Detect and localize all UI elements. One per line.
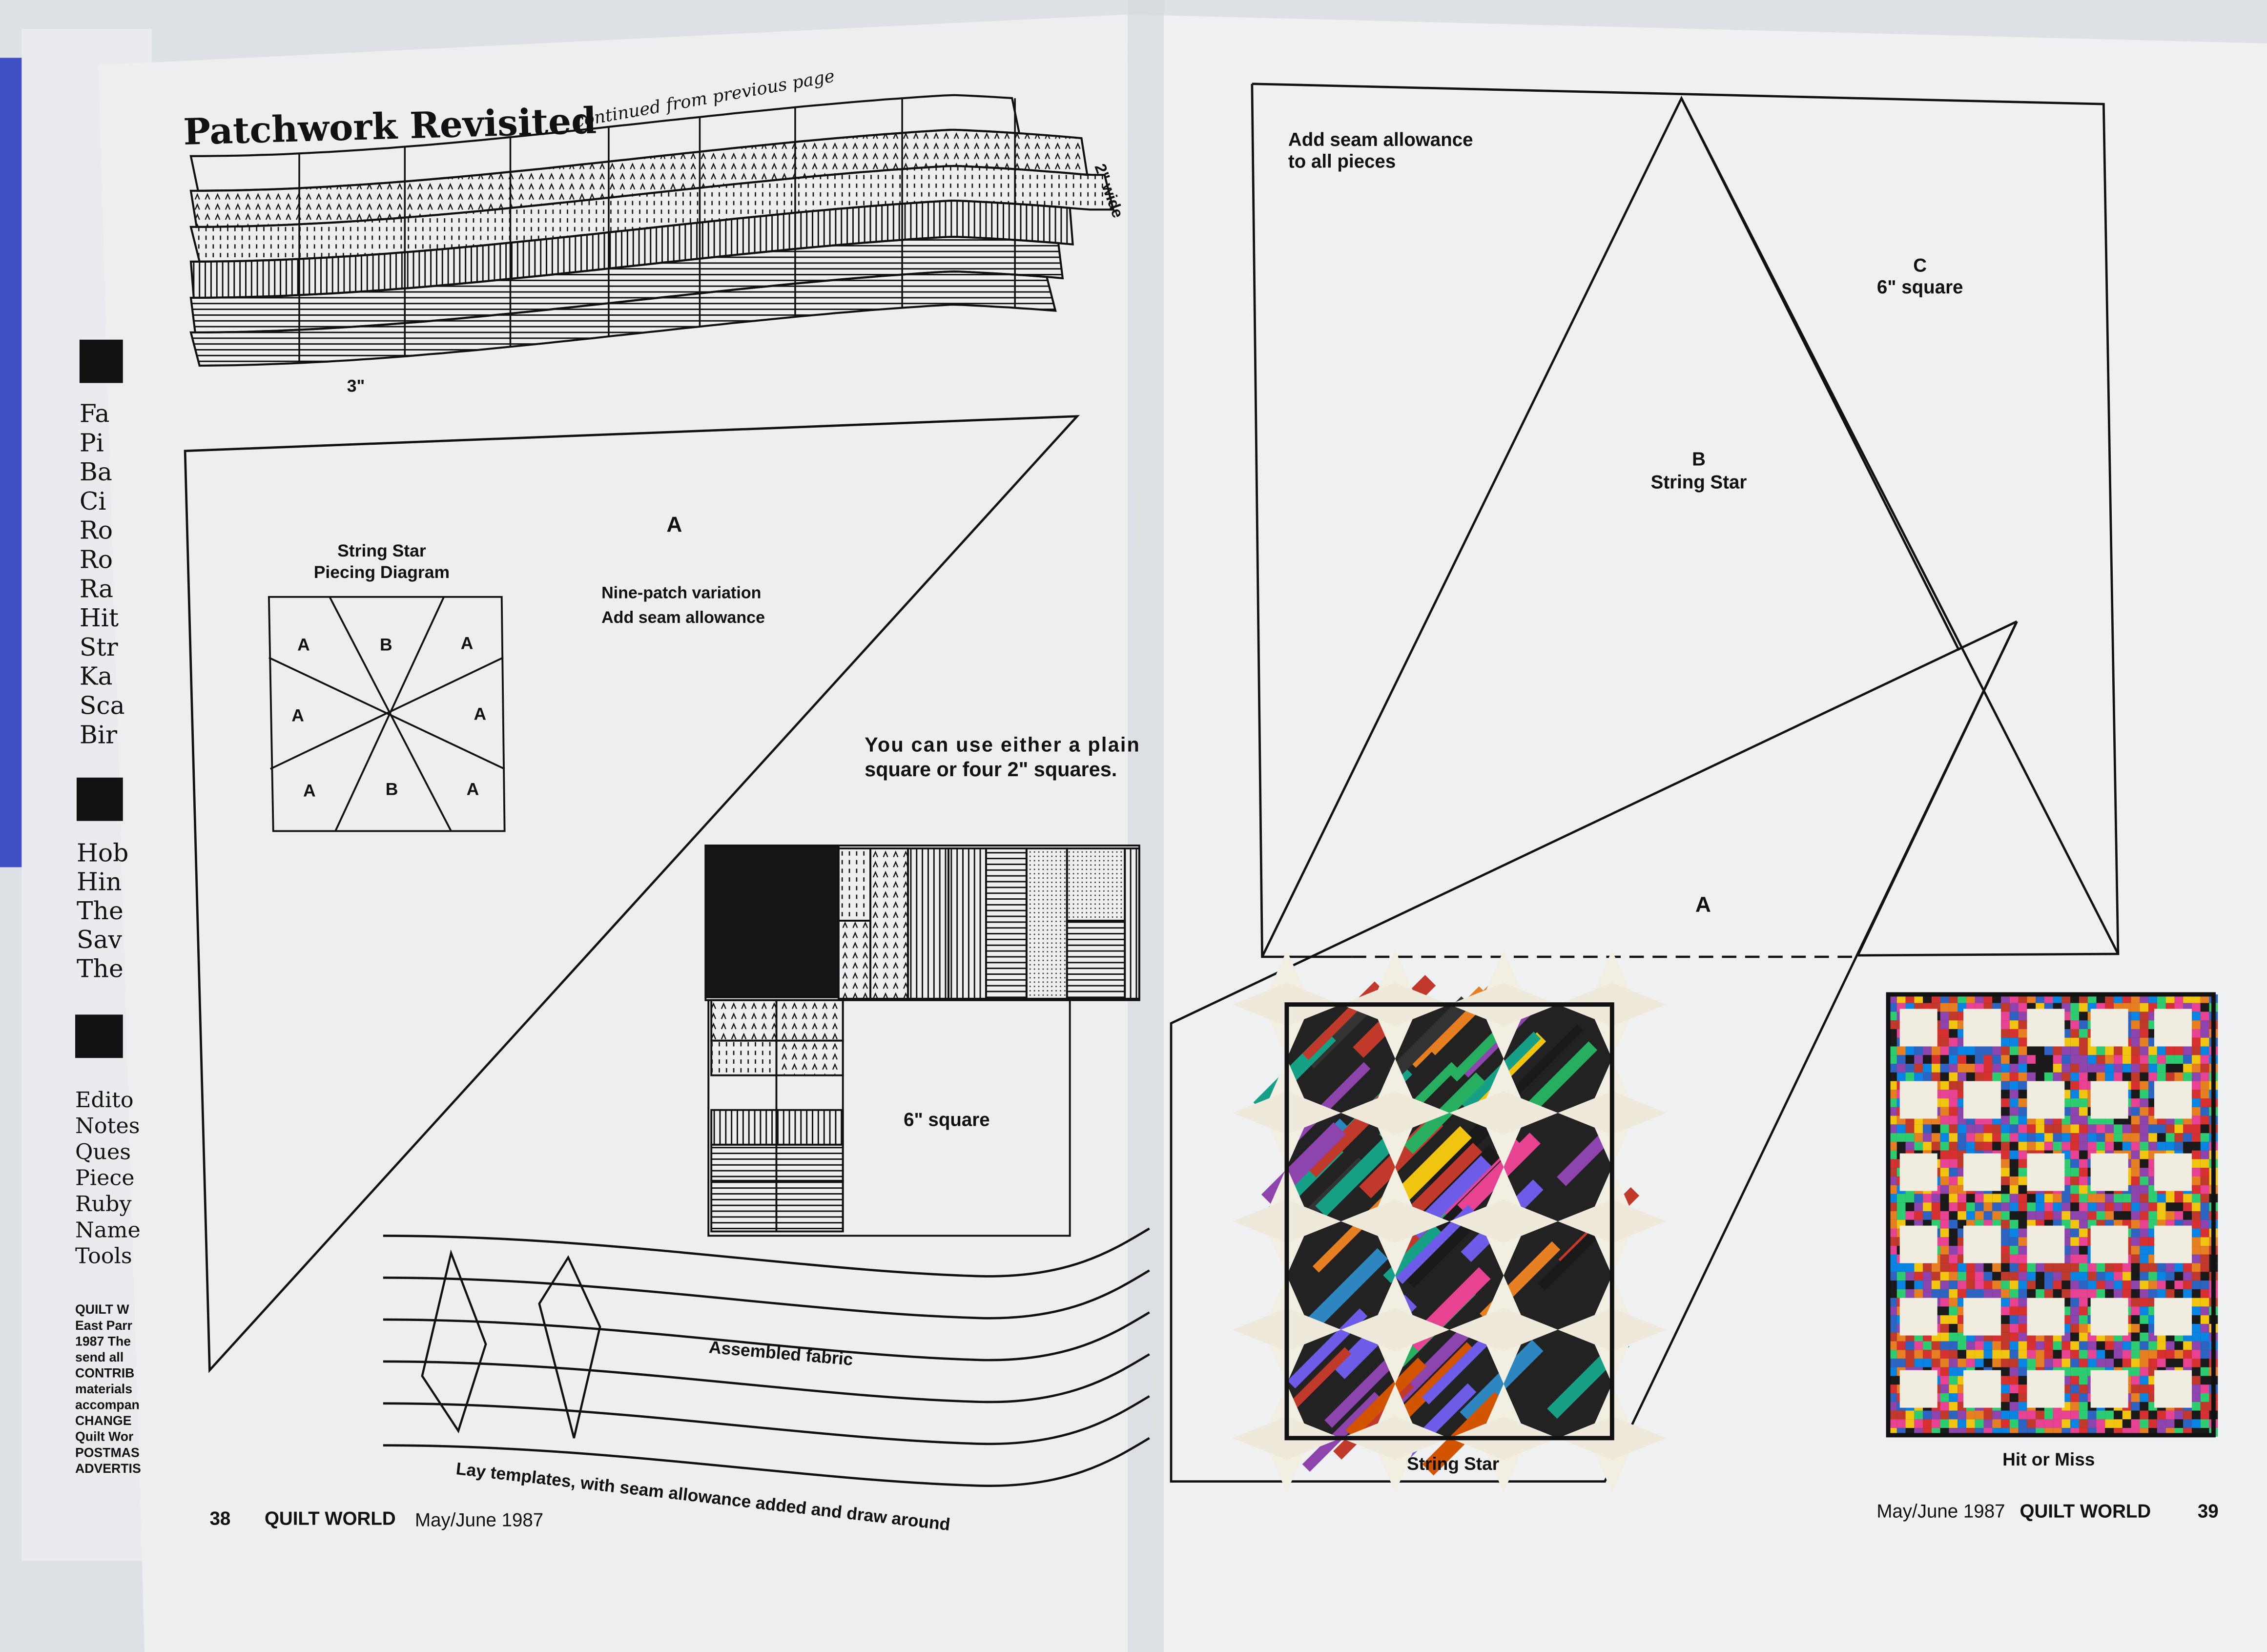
toc-fragment-text: Tools bbox=[75, 1244, 132, 1269]
toc-fragment-text: Ra bbox=[80, 574, 113, 603]
piecing-label: A bbox=[297, 635, 310, 654]
footer-issue: May/June 1987 bbox=[1876, 1501, 2005, 1522]
diamond-template bbox=[421, 1249, 487, 1434]
strip-length-label: 3" bbox=[347, 376, 365, 395]
toc-fragment-text: send all bbox=[75, 1350, 124, 1364]
piecing-label: B bbox=[386, 779, 398, 799]
toc-fragment-text: Piece bbox=[75, 1166, 135, 1191]
toc-fragment-text: Sca bbox=[80, 691, 125, 720]
page-number: 38 bbox=[209, 1508, 230, 1529]
template-a-outline bbox=[184, 415, 1080, 1373]
toc-fragment-text: Name bbox=[75, 1218, 141, 1242]
toc-fragment-text: Ka bbox=[80, 662, 113, 691]
toc-fragment-text: Edito bbox=[75, 1088, 134, 1113]
toc-fragment-text: Ba bbox=[80, 457, 112, 486]
toc-fragment-text: East Parr bbox=[75, 1318, 132, 1333]
triangle-a-inner bbox=[1680, 98, 2120, 956]
strip-diagram bbox=[189, 94, 1115, 367]
toc-fragment-text: ADVERTIS bbox=[75, 1461, 141, 1476]
toc-fragment-text: Ro bbox=[80, 545, 113, 574]
template-note: Nine-patch variation bbox=[601, 584, 761, 602]
toc-fragment-text: materials bbox=[75, 1382, 132, 1396]
hit-or-miss-quilt-photo bbox=[1886, 992, 2218, 1438]
piecing-title: String Star bbox=[337, 541, 426, 560]
toc-fragment-text: CONTRIB bbox=[75, 1365, 134, 1380]
toc-fragment-text: Notes bbox=[75, 1114, 140, 1138]
photo-caption: String Star bbox=[1407, 1453, 1499, 1474]
piece-a-letter: A bbox=[1695, 893, 1711, 917]
photo-caption: Hit or Miss bbox=[2002, 1449, 2095, 1469]
piecing-label: A bbox=[474, 704, 486, 723]
piece-b-name: String Star bbox=[1651, 472, 1747, 493]
piecing-label: B bbox=[380, 635, 392, 654]
triangle-a-outline bbox=[1170, 620, 2018, 1483]
tip-text: You can use either a plain bbox=[865, 733, 1139, 756]
piece-c-size: 6" square bbox=[1877, 277, 1963, 298]
fabric-seam-line bbox=[383, 1227, 1150, 1278]
fabric-seam-line bbox=[383, 1311, 1150, 1362]
piecing-title: Piecing Diagram bbox=[314, 562, 450, 582]
toc-fragment-text: accompan bbox=[75, 1398, 140, 1412]
page-number: 39 bbox=[2198, 1501, 2219, 1522]
fabric-seam-line bbox=[383, 1437, 1150, 1487]
footer-magazine: QUILT WORLD bbox=[2020, 1501, 2151, 1522]
fabric-seam-line bbox=[383, 1353, 1150, 1404]
assembled-fabric bbox=[383, 1227, 1150, 1487]
piecing-label: A bbox=[303, 781, 316, 800]
cover-edge bbox=[0, 58, 22, 867]
square-label: 6" square bbox=[904, 1109, 990, 1130]
toc-fragment-text: Fa bbox=[80, 399, 110, 428]
piecing-label: A bbox=[467, 779, 479, 799]
diamond-template bbox=[538, 1255, 601, 1439]
toc-fragment-text: CHANGE bbox=[75, 1413, 131, 1428]
template-a-label: A bbox=[666, 513, 682, 537]
toc-fragment-text: Hob bbox=[77, 839, 128, 867]
fabric-seam-line bbox=[383, 1269, 1150, 1320]
toc-fragment-text: The bbox=[77, 954, 124, 983]
fabric-seam-line bbox=[383, 1395, 1150, 1446]
toc-fragment-text: Pi bbox=[80, 428, 104, 457]
toc-fragment-text: Sav bbox=[77, 925, 123, 954]
piecing-label: A bbox=[291, 705, 304, 725]
template-diagram bbox=[1170, 83, 2120, 1483]
toc-fragment-text: Ques bbox=[75, 1139, 131, 1164]
toc-header-bar bbox=[75, 1014, 123, 1058]
toc-fragment-text: Hit bbox=[80, 603, 119, 632]
toc-fragment-text: Ruby bbox=[75, 1192, 132, 1217]
fabric-strip bbox=[189, 270, 1057, 367]
toc-fragment-text: The bbox=[77, 896, 124, 925]
piecing-label: A bbox=[461, 633, 474, 653]
toc-fragment-text: Ro bbox=[80, 516, 113, 545]
toc-fragment-text: QUILT W bbox=[75, 1302, 129, 1317]
gutter-shadow bbox=[1128, 0, 1164, 1652]
seam-note: Add seam allowance bbox=[1288, 129, 1473, 150]
string-star-quilt-photo bbox=[1232, 950, 1667, 1492]
template-note: Add seam allowance bbox=[601, 608, 765, 627]
toc-fragment-text: Ci bbox=[80, 487, 106, 516]
piece-b-letter: B bbox=[1692, 449, 1706, 470]
seam-note: to all pieces bbox=[1288, 151, 1396, 172]
nine-patch-diagram bbox=[704, 845, 1140, 1237]
toc-fragment-text: 1987 The bbox=[75, 1334, 131, 1348]
toc-fragment-text: Hin bbox=[77, 867, 122, 896]
piece-c-letter: C bbox=[1913, 255, 1927, 276]
toc-fragment-text: POSTMAS bbox=[75, 1445, 140, 1460]
toc-header-bar bbox=[79, 339, 123, 383]
piecing-diagram bbox=[268, 596, 506, 832]
toc-fragment-text: Quilt Wor bbox=[75, 1429, 133, 1444]
footer-issue: May/June 1987 bbox=[415, 1509, 543, 1530]
toc-fragment-text: Str bbox=[80, 633, 119, 661]
tip-text: square or four 2" squares. bbox=[865, 758, 1117, 781]
toc-fragment: FaPiBaCiRoRoRaHitStrKaScaBirHobHinTheSav… bbox=[75, 339, 141, 1476]
toc-fragment-text: Bir bbox=[80, 720, 118, 749]
footer-magazine: QUILT WORLD bbox=[265, 1508, 396, 1529]
toc-header-bar bbox=[76, 777, 123, 821]
